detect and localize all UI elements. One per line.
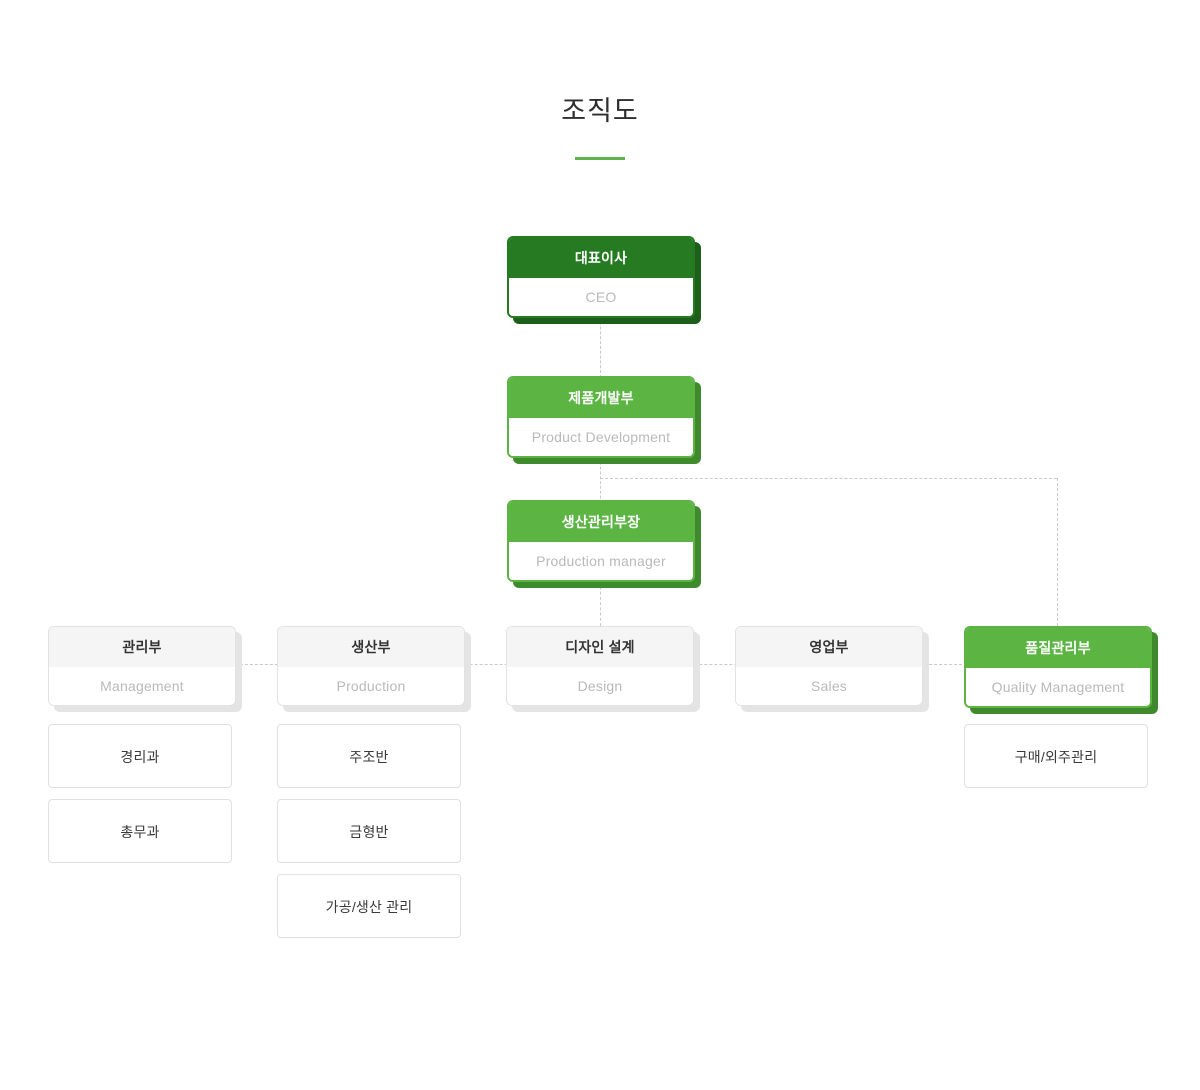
node-title-ko: 생산관리부장	[509, 502, 693, 542]
node-title-en: CEO	[509, 278, 693, 316]
node-title-ko: 제품개발부	[509, 378, 693, 418]
list-item[interactable]: 주조반	[277, 724, 461, 788]
node-title-ko: 영업부	[736, 627, 922, 667]
list-item[interactable]: 가공/생산 관리	[277, 874, 461, 938]
node-title-en: Design	[507, 667, 693, 705]
node-title-en: Sales	[736, 667, 922, 705]
node-inner: 생산부 Production	[277, 626, 465, 706]
node-inner: 제품개발부 Product Development	[507, 376, 695, 458]
list-item[interactable]: 구매/외주관리	[964, 724, 1148, 788]
node-inner: 관리부 Management	[48, 626, 236, 706]
node-inner: 대표이사 CEO	[507, 236, 695, 318]
node-inner: 디자인 설계 Design	[506, 626, 694, 706]
list-item[interactable]: 금형반	[277, 799, 461, 863]
node-title-en: Quality Management	[966, 668, 1150, 706]
connector-bus-to-quality	[600, 478, 1057, 479]
node-inner: 품질관리부 Quality Management	[964, 626, 1152, 708]
node-product-development[interactable]: 제품개발부 Product Development	[507, 376, 701, 464]
node-sales[interactable]: 영업부 Sales	[735, 626, 929, 712]
node-title-ko: 생산부	[278, 627, 464, 667]
node-production-manager[interactable]: 생산관리부장 Production manager	[507, 500, 701, 588]
connector-ceo-to-pdev	[600, 312, 601, 378]
node-title-en: Management	[49, 667, 235, 705]
page-title: 조직도	[561, 96, 639, 126]
connector-down-to-quality	[1057, 478, 1058, 626]
node-ceo[interactable]: 대표이사 CEO	[507, 236, 701, 324]
node-title-ko: 품질관리부	[966, 628, 1150, 668]
connector-prodmgr-to-design	[600, 576, 601, 626]
list-item[interactable]: 경리과	[48, 724, 232, 788]
title-underline-accent	[575, 157, 625, 160]
node-title-en: Product Development	[509, 418, 693, 456]
list-item[interactable]: 총무과	[48, 799, 232, 863]
node-design[interactable]: 디자인 설계 Design	[506, 626, 700, 712]
node-title-ko: 대표이사	[509, 238, 693, 278]
connector-pdev-to-prodmgr	[600, 452, 601, 518]
node-inner: 영업부 Sales	[735, 626, 923, 706]
node-inner: 생산관리부장 Production manager	[507, 500, 695, 582]
node-quality-management[interactable]: 품질관리부 Quality Management	[964, 626, 1158, 714]
node-title-ko: 관리부	[49, 627, 235, 667]
node-title-en: Production manager	[509, 542, 693, 580]
node-title-en: Production	[278, 667, 464, 705]
node-title-ko: 디자인 설계	[507, 627, 693, 667]
node-production[interactable]: 생산부 Production	[277, 626, 471, 712]
node-management[interactable]: 관리부 Management	[48, 626, 242, 712]
